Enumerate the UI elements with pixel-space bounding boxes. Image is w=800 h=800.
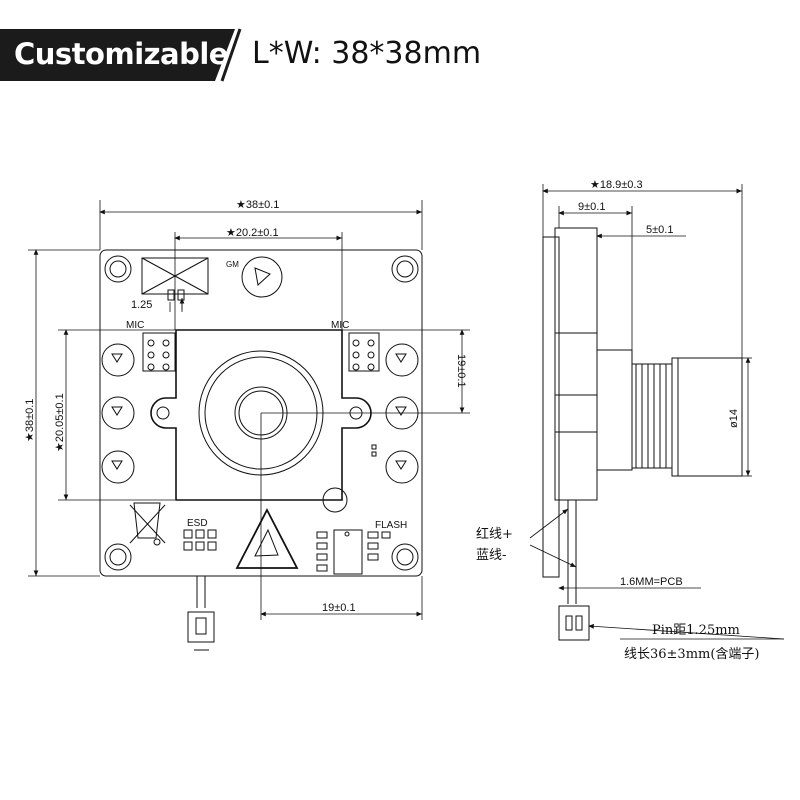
- mic-right-label: MIC: [331, 320, 349, 331]
- mic-left-pads: [142, 332, 176, 372]
- esd-pads: [183, 529, 217, 551]
- lens-holder-outline: [150, 329, 372, 501]
- front-width-dim: ★38±0.1: [236, 199, 279, 211]
- pcb-thickness-label: 1.6MM=PCB: [620, 576, 683, 588]
- size-label: L*W: 38*38mm: [252, 36, 482, 71]
- mic-left-label: MIC: [126, 320, 144, 331]
- front-right-height-dim: 19±0.1: [455, 354, 467, 388]
- esd-label: ESD: [187, 518, 208, 529]
- badge-label: Customizable: [14, 37, 228, 71]
- esd-warning-triangle: [235, 508, 299, 569]
- side-thread-dim: 5±0.1: [646, 224, 673, 236]
- weee-bin-icon: [129, 502, 166, 546]
- badge-slash: [220, 28, 242, 82]
- front-hole-span-dim: ★20.2±0.1: [226, 227, 279, 239]
- light-sensor: [241, 256, 283, 298]
- front-hole-height-dim: ★20.05±0.1: [54, 393, 66, 452]
- flash-ic: [333, 529, 363, 575]
- side-diameter-dim: ø14: [728, 409, 740, 428]
- mounting-holes: [104, 255, 419, 571]
- wire-length-label: 线长36±3mm(含端子): [624, 646, 760, 662]
- ir-led-right: [385, 343, 419, 484]
- pitch-dim: 1.25: [131, 299, 152, 311]
- side-dimensions: [529, 184, 785, 640]
- flash-label: FLASH: [375, 520, 407, 531]
- front-dimensions: [28, 200, 470, 620]
- front-connector: [187, 576, 215, 651]
- flash-pads: [316, 531, 391, 572]
- gm-label: GM: [226, 260, 239, 269]
- side-total-depth-dim: ★18.9±0.3: [590, 179, 643, 191]
- blue-wire-label: 蓝线-: [476, 548, 506, 563]
- side-lens-depth-dim: 9±0.1: [578, 201, 605, 213]
- red-wire-label: 红线+: [476, 526, 513, 542]
- front-height-dim: ★38±0.1: [24, 399, 36, 442]
- pin-pitch-label: Pin距1.25mm: [652, 623, 740, 638]
- ir-led-left: [101, 343, 135, 484]
- front-bottom-dim: 19±0.1: [322, 602, 356, 614]
- mic-right-pads: [348, 332, 380, 372]
- side-view: [542, 227, 743, 641]
- customizable-badge: [0, 29, 235, 81]
